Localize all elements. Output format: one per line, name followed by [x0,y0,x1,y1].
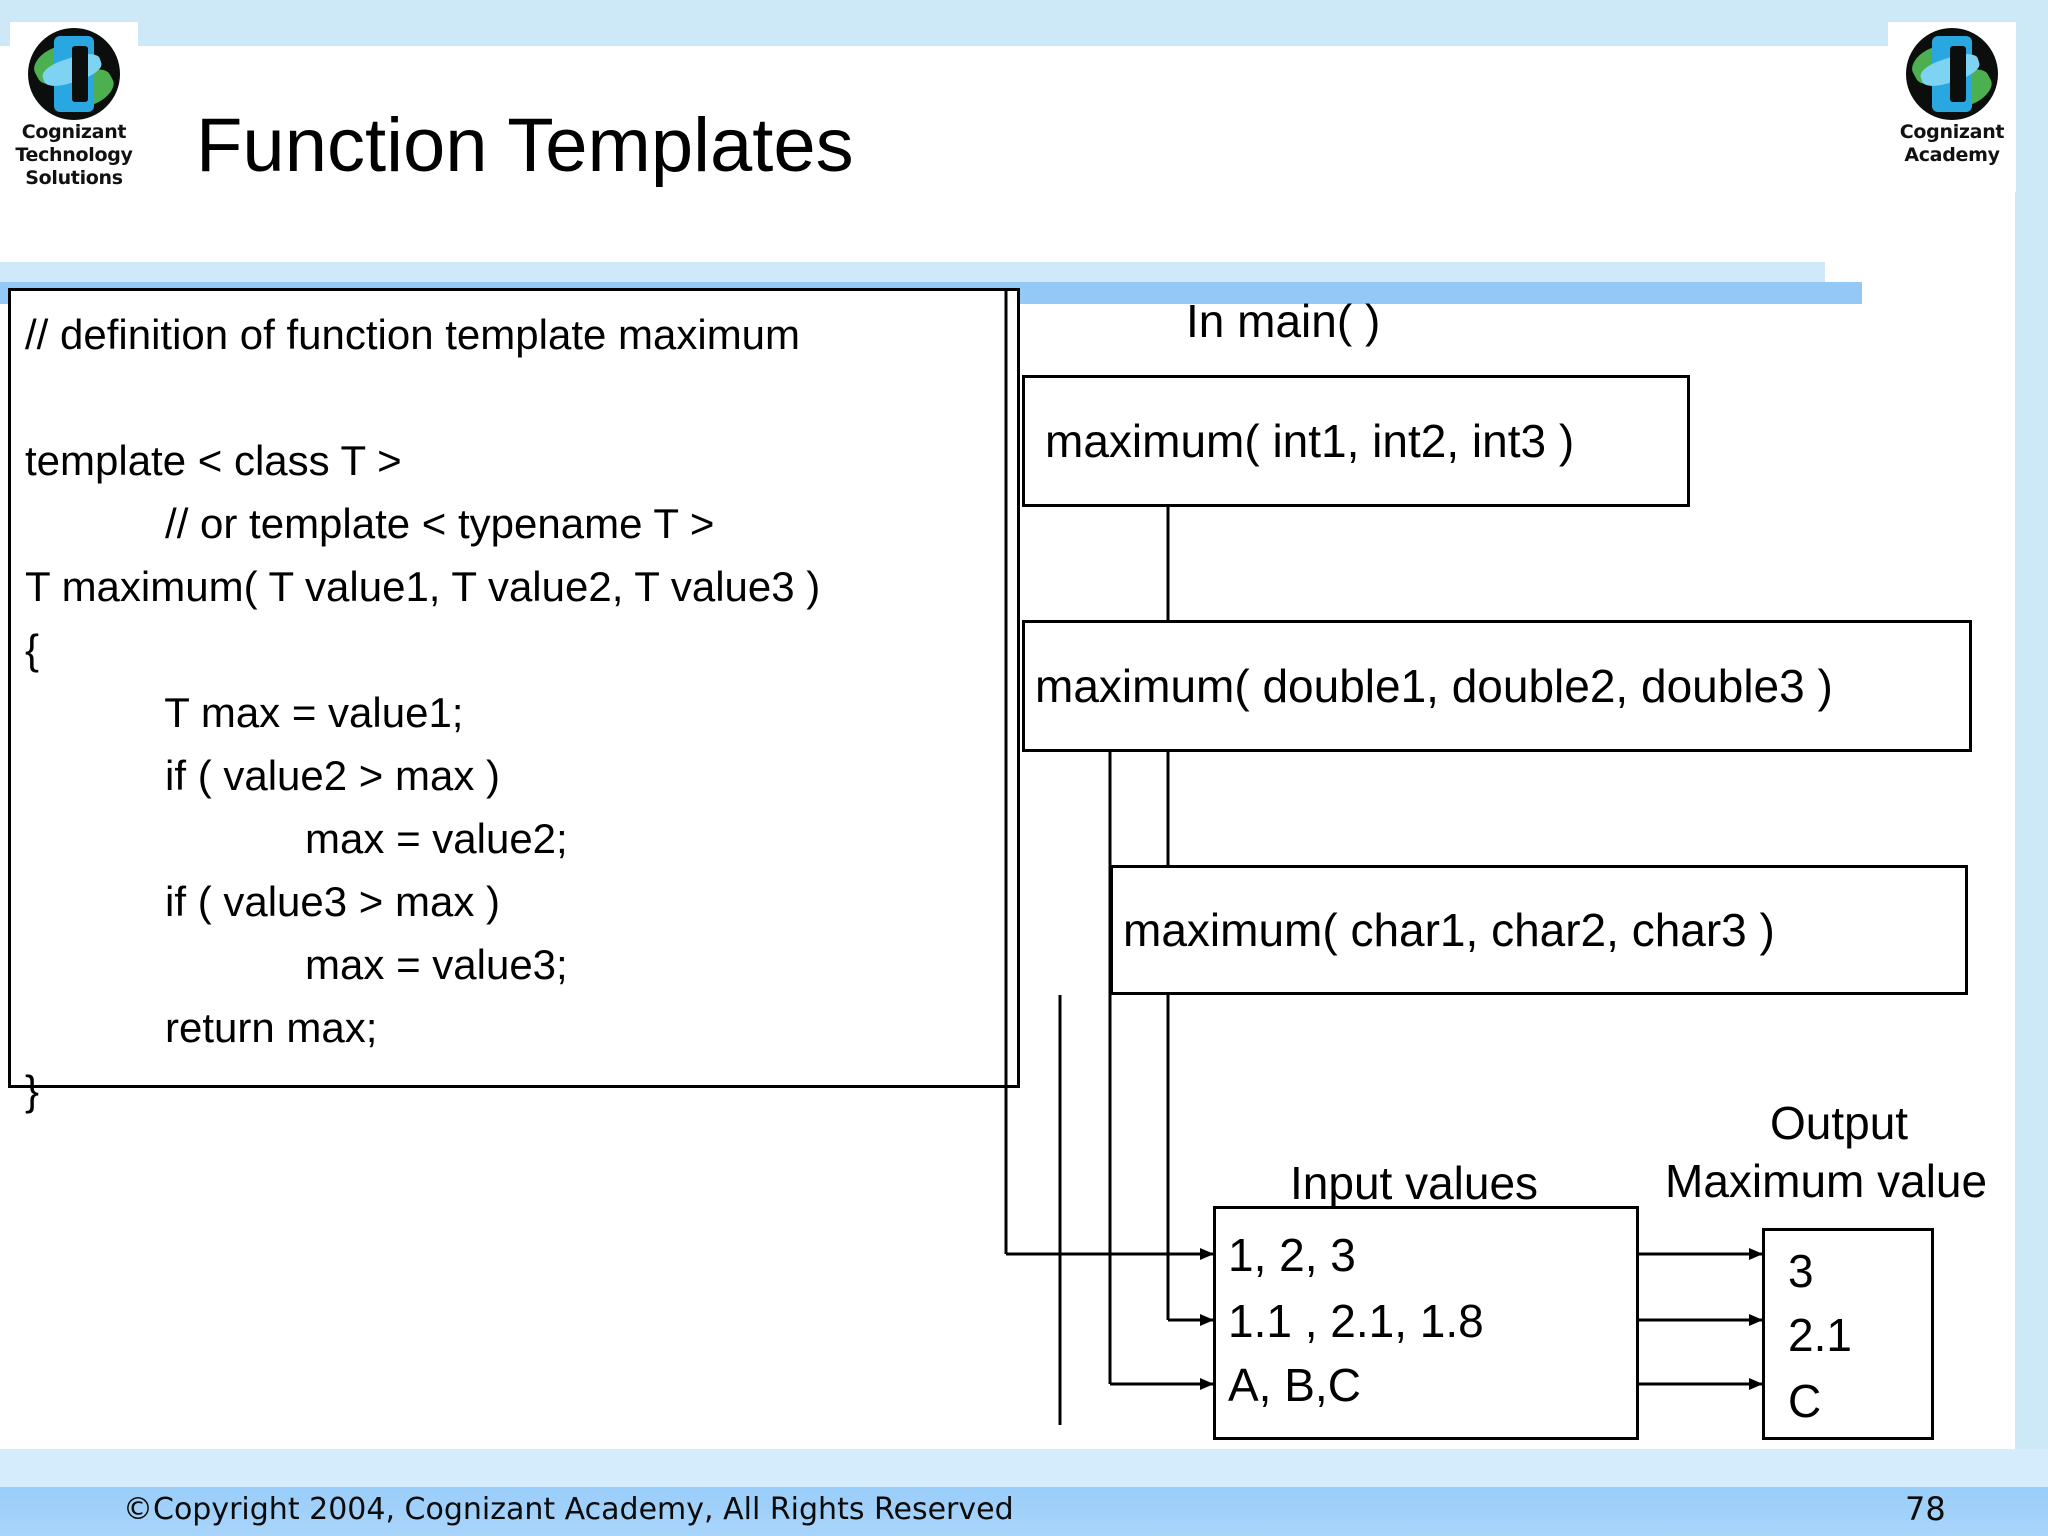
cognizant-academy-logo: Cognizant Academy [1888,22,2016,192]
call-box-char-label: maximum( char1, char2, char3 ) [1123,904,1775,956]
code-line: T max = value1; [25,689,464,736]
code-line: max = value2; [25,815,568,862]
logo-left-line3: Solutions [25,167,123,189]
page-title: Function Templates [196,103,854,188]
footer-band-light [0,1449,2048,1487]
footer-band-dark [0,1487,2048,1536]
input-values-label: Input values [1290,1157,1539,1209]
input-value-row: 1, 2, 3 [1228,1229,1356,1281]
logo-left-line1: Cognizant [21,121,127,143]
copyright-text: ©Copyright 2004, Cognizant Academy, All … [123,1492,1014,1527]
cognizant-academy-globe-icon [1906,28,1998,120]
output-label: Output [1770,1097,1909,1149]
code-line: // or template < typename T > [25,500,715,547]
code-line: template < class T > [25,437,402,484]
output-values-box [1762,1228,1934,1440]
output-value-row: C [1788,1375,1822,1427]
input-values-box [1213,1206,1639,1440]
output-value-row: 3 [1788,1245,1814,1297]
output-value-row: 2.1 [1788,1309,1852,1361]
cognizant-technology-solutions-logo: Cognizant Technology Solutions [10,22,138,192]
code-line: if ( value2 > max ) [25,752,500,799]
page-number: 78 [1905,1490,1946,1528]
call-box-int-label: maximum( int1, int2, int3 ) [1045,415,1575,467]
input-value-row: 1.1 , 2.1, 1.8 [1228,1295,1484,1347]
maximum-value-label: Maximum value [1665,1155,1988,1207]
call-box-int: maximum( int1, int2, int3 ) [1022,375,1690,507]
code-line: T maximum( T value1, T value2, T value3 … [25,563,821,610]
code-line: } [25,1067,40,1114]
input-value-row: A, B,C [1228,1359,1361,1411]
call-box-double: maximum( double1, double2, double3 ) [1022,620,1972,752]
header-accent-bar-light [0,262,1825,282]
code-line: { [25,626,40,673]
code-line: // definition of function template maxim… [25,311,801,358]
call-box-char: maximum( char1, char2, char3 ) [1110,865,1968,995]
code-line: max = value3; [25,941,568,988]
logo-right-line2: Academy [1904,144,2000,166]
code-line: return max; [25,1004,378,1051]
logo-left-line2: Technology [15,144,133,166]
code-line: if ( value3 > max ) [25,878,500,925]
call-box-double-label: maximum( double1, double2, double3 ) [1035,660,1833,712]
logo-right-line1: Cognizant [1899,121,2005,143]
code-listing-box: // definition of function template maxim… [8,288,1020,1114]
in-main-label: In main( ) [1186,295,1381,347]
cognizant-globe-icon [28,28,120,120]
